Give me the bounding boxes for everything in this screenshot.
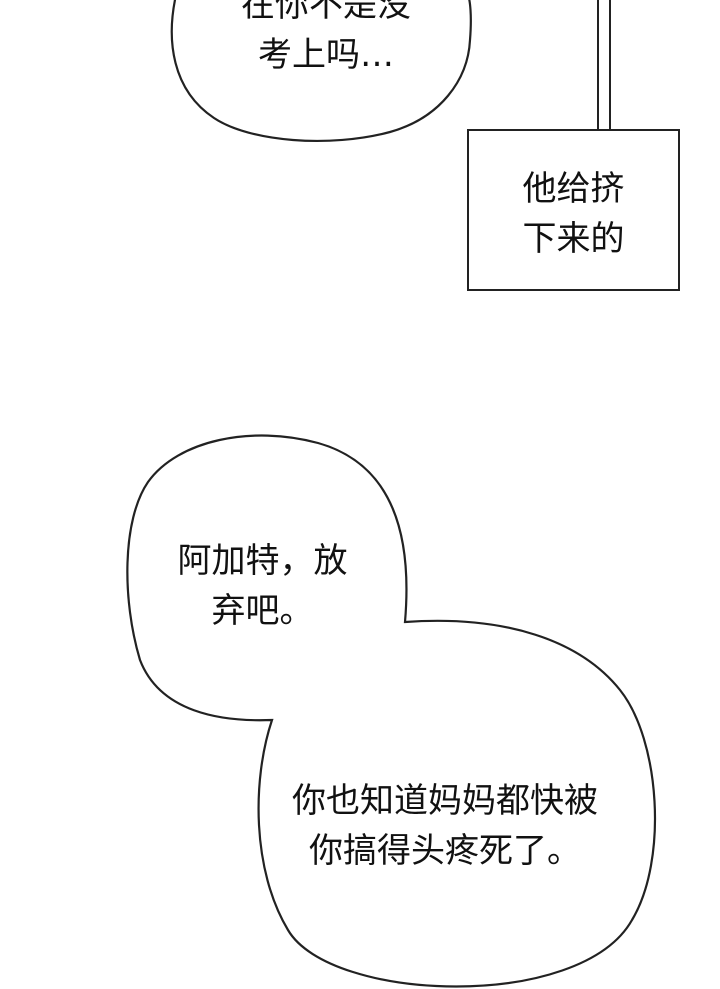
bubble-bottom-line-1: 你也知道妈妈都快被 — [292, 781, 598, 821]
speech-bubble-top-text: 在你不是没 考上吗… — [196, 0, 456, 80]
speech-bubble-bottom-text: 你也知道妈妈都快被 你搞得头疼死了。 — [260, 776, 630, 876]
caption-box-text: 他给挤 下来的 — [468, 164, 679, 264]
speech-bubble-top — [170, 0, 472, 143]
bubble-middle-line-2: 弃吧。 — [211, 591, 314, 631]
bubble-top-line-1: 在你不是没 — [241, 0, 411, 25]
caption-box — [467, 129, 680, 291]
speech-bubble-merged — [126, 434, 657, 988]
caption-line-2: 下来的 — [522, 219, 625, 259]
caption-line-1: 他给挤 — [522, 169, 625, 209]
bubble-bottom-line-2: 你搞得头疼死了。 — [309, 831, 581, 871]
bubble-top-line-2: 考上吗… — [258, 35, 394, 75]
bubble-middle-line-1: 阿加特，放 — [177, 541, 348, 581]
speech-bubble-middle-text: 阿加特，放 弃吧。 — [140, 536, 385, 636]
